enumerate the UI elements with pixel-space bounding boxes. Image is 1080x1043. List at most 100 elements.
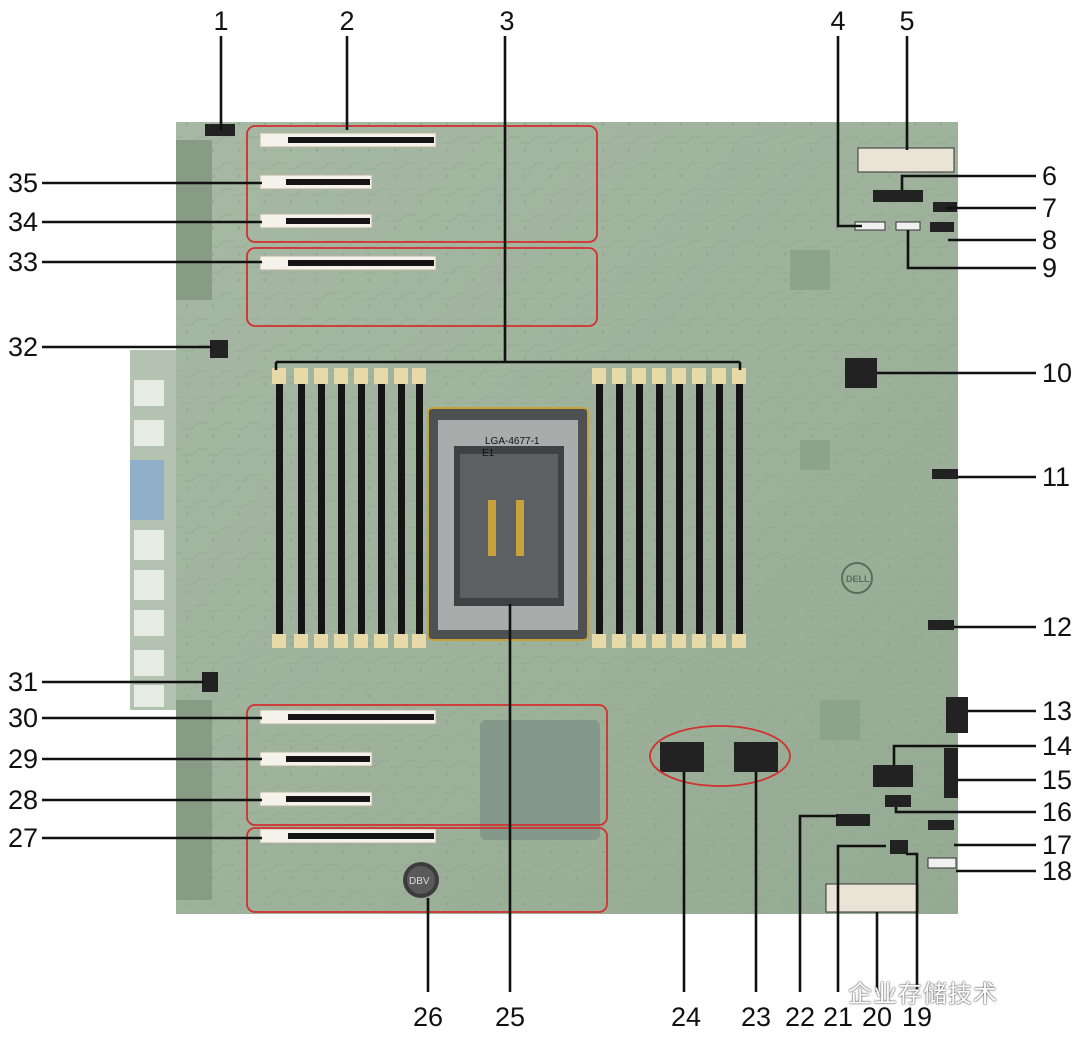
callout-5: 5 bbox=[899, 6, 914, 36]
header-22 bbox=[836, 814, 870, 826]
highlight-box-slots-28-30 bbox=[246, 704, 608, 826]
pcie-slot-34 bbox=[259, 213, 373, 229]
dimm-slot bbox=[672, 368, 686, 648]
dimm-slot bbox=[374, 368, 388, 648]
callout-4: 4 bbox=[830, 6, 845, 36]
callout-6: 6 bbox=[1042, 161, 1057, 191]
callout-24: 24 bbox=[671, 1002, 701, 1032]
dimm-slot bbox=[612, 368, 626, 648]
connector-13 bbox=[946, 697, 968, 733]
dimm-slot bbox=[334, 368, 348, 648]
callout-31: 31 bbox=[8, 667, 38, 697]
cpu-socket: LGA-4677-1 E1 bbox=[427, 407, 589, 641]
connectors: DBV bbox=[202, 124, 968, 913]
wechat-icon bbox=[841, 979, 872, 1000]
callout-14: 14 bbox=[1042, 731, 1072, 761]
callout-8: 8 bbox=[1042, 225, 1057, 255]
callout-15: 15 bbox=[1042, 765, 1072, 795]
dimm-slot bbox=[354, 368, 368, 648]
pcie-slot-35 bbox=[259, 174, 373, 190]
header-6 bbox=[873, 190, 923, 202]
header-14 bbox=[873, 765, 913, 787]
callout-18: 18 bbox=[1042, 856, 1072, 886]
watermark-text: 企业存储技术 bbox=[848, 980, 998, 1008]
callout-17: 17 bbox=[1042, 830, 1072, 860]
pcie-slot-30 bbox=[259, 709, 437, 725]
slimline-connector-24 bbox=[660, 742, 704, 772]
callout-22: 22 bbox=[785, 1002, 815, 1032]
highlight-box-slot-33 bbox=[246, 247, 598, 327]
callout-27: 27 bbox=[8, 823, 38, 853]
dimm-slot bbox=[412, 368, 426, 648]
dimm-slot bbox=[652, 368, 666, 648]
pcie-slot-29 bbox=[259, 751, 373, 767]
dimm-slot bbox=[732, 368, 746, 648]
connector-8 bbox=[930, 222, 954, 232]
callout-19: 19 bbox=[902, 1002, 932, 1032]
serial-port bbox=[130, 460, 164, 520]
fan-connector-12 bbox=[928, 620, 954, 630]
connector-31 bbox=[202, 672, 218, 692]
dimm-slot bbox=[294, 368, 308, 648]
pcie-slot-28 bbox=[259, 791, 373, 807]
connector-9 bbox=[895, 221, 921, 231]
callout-10: 10 bbox=[1042, 358, 1072, 388]
callout-16: 16 bbox=[1042, 797, 1072, 827]
fan-connector-11 bbox=[932, 469, 958, 479]
chipset-area bbox=[480, 720, 600, 840]
callout-25: 25 bbox=[495, 1002, 525, 1032]
callout-12: 12 bbox=[1042, 612, 1072, 642]
pcie-slot-27 bbox=[259, 828, 437, 844]
dimm-slot bbox=[394, 368, 408, 648]
callout-1: 1 bbox=[213, 6, 228, 36]
callout-26: 26 bbox=[413, 1002, 443, 1032]
callout-13: 13 bbox=[1042, 696, 1072, 726]
dimm-slot bbox=[692, 368, 706, 648]
highlight-boxes bbox=[246, 125, 791, 913]
socket-label: LGA-4677-1 bbox=[485, 436, 540, 447]
callout-2: 2 bbox=[339, 6, 354, 36]
pcie-slot-33 bbox=[259, 255, 437, 271]
callout-35: 35 bbox=[8, 168, 38, 198]
connector-19 bbox=[890, 840, 908, 854]
dimm-slots bbox=[272, 368, 746, 648]
dimm-slot bbox=[592, 368, 606, 648]
connector-16 bbox=[885, 795, 911, 807]
callout-28: 28 bbox=[8, 785, 38, 815]
connector-17 bbox=[928, 820, 954, 830]
highlight-ellipse-slimline bbox=[649, 725, 791, 787]
connector-7 bbox=[933, 202, 957, 212]
callout-21: 21 bbox=[823, 1002, 853, 1032]
socket-sub-label: E1 bbox=[482, 448, 495, 459]
callout-11: 11 bbox=[1042, 462, 1070, 492]
dimm-slot bbox=[632, 368, 646, 648]
dell-logo: DELL bbox=[841, 562, 873, 594]
callout-30: 30 bbox=[8, 703, 38, 733]
callout-numbers: 1 2 3 4 5 6 7 8 9 10 11 12 13 14 15 16 1… bbox=[8, 6, 1072, 1032]
power-connector-20 bbox=[825, 883, 919, 913]
callout-9: 9 bbox=[1042, 253, 1057, 283]
pcie-slot-2 bbox=[259, 132, 437, 148]
callout-7: 7 bbox=[1042, 193, 1057, 223]
callout-20: 20 bbox=[862, 1002, 892, 1032]
callout-34: 34 bbox=[8, 207, 38, 237]
callout-33: 33 bbox=[8, 247, 38, 277]
connector-32 bbox=[210, 340, 228, 358]
slimline-connector-23 bbox=[734, 742, 778, 772]
atx-power-connector bbox=[857, 147, 955, 173]
callout-29: 29 bbox=[8, 744, 38, 774]
dell-logo-text: DELL bbox=[846, 574, 870, 584]
connector-18 bbox=[927, 857, 957, 869]
callout-3: 3 bbox=[499, 6, 514, 36]
dimm-slot bbox=[712, 368, 726, 648]
connector-15 bbox=[944, 748, 958, 798]
dimm-slot bbox=[314, 368, 328, 648]
dimm-slot bbox=[272, 368, 286, 648]
cpu-power-connector bbox=[845, 358, 877, 388]
battery-label: DBV bbox=[409, 876, 430, 887]
callout-32: 32 bbox=[8, 332, 38, 362]
leader-lines bbox=[42, 36, 1036, 992]
callout-23: 23 bbox=[741, 1002, 771, 1032]
